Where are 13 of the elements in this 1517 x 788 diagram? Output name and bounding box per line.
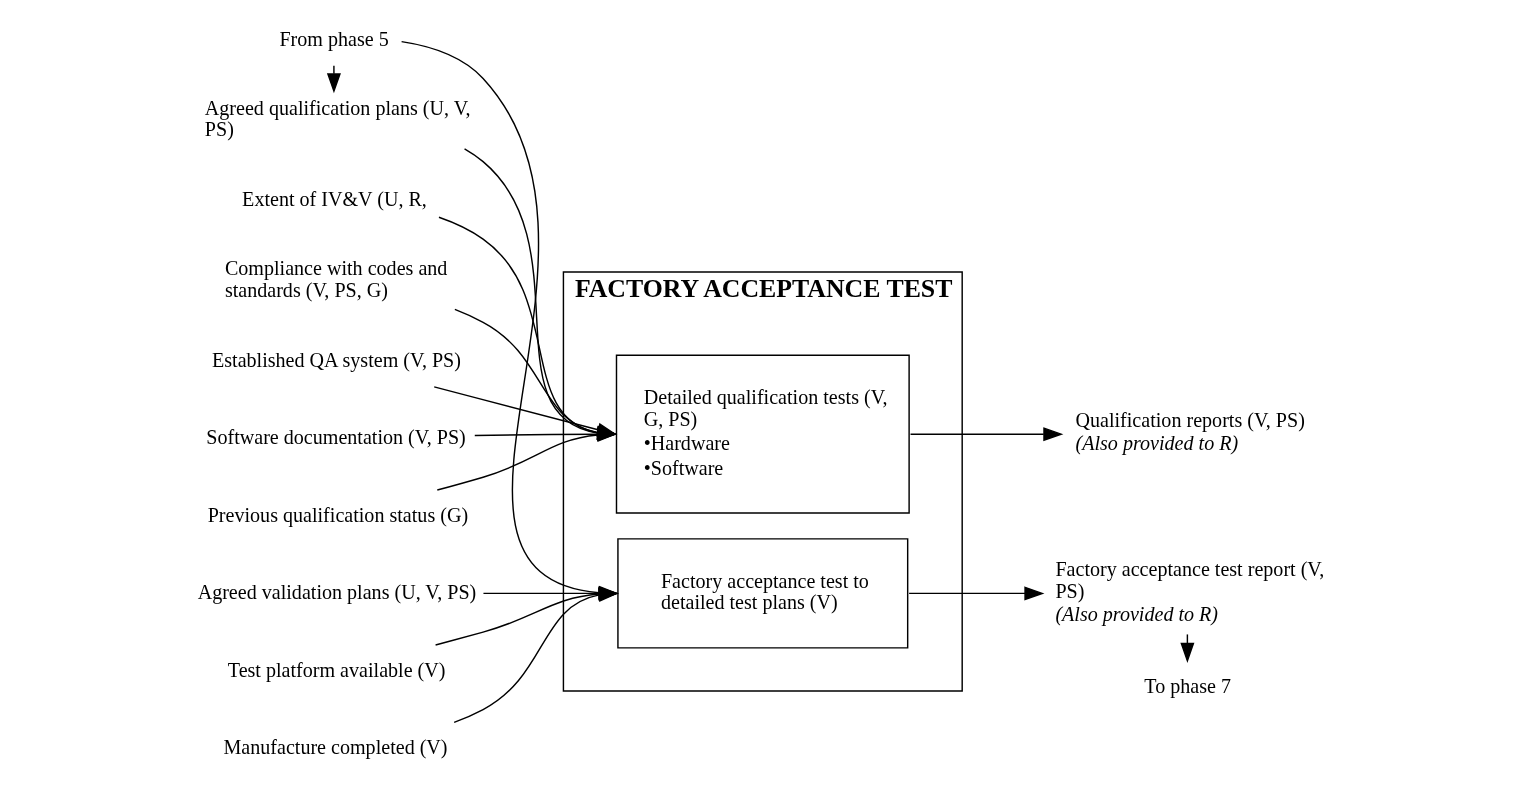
- node-text: Compliance with codes and standards (V, PS, G): [224, 257, 448, 301]
- node-text: Previous qualification status (G): [207, 503, 469, 526]
- node-text: Agreed validation plans (U, V, PS): [197, 581, 477, 604]
- node-text: Test platform available (V): [227, 658, 446, 681]
- node-text: Manufacture completed (V): [223, 736, 448, 759]
- node-text: Factory acceptance test report (V, PS) (Also provided to R): [1055, 558, 1325, 625]
- node-text: Agreed qualification plans (U, V, PS): [204, 96, 471, 141]
- node-text: From phase 5: [279, 27, 389, 50]
- node-text: Established QA system (V, PS): [211, 349, 461, 372]
- node-text: To phase 7: [1144, 674, 1232, 697]
- node-text: Extent of IV&V (U, R,: [242, 188, 427, 211]
- node-text: Qualification reports (V, PS) (Also provided to R): [1075, 409, 1305, 455]
- node-text: Software documentation (V, PS): [206, 426, 466, 449]
